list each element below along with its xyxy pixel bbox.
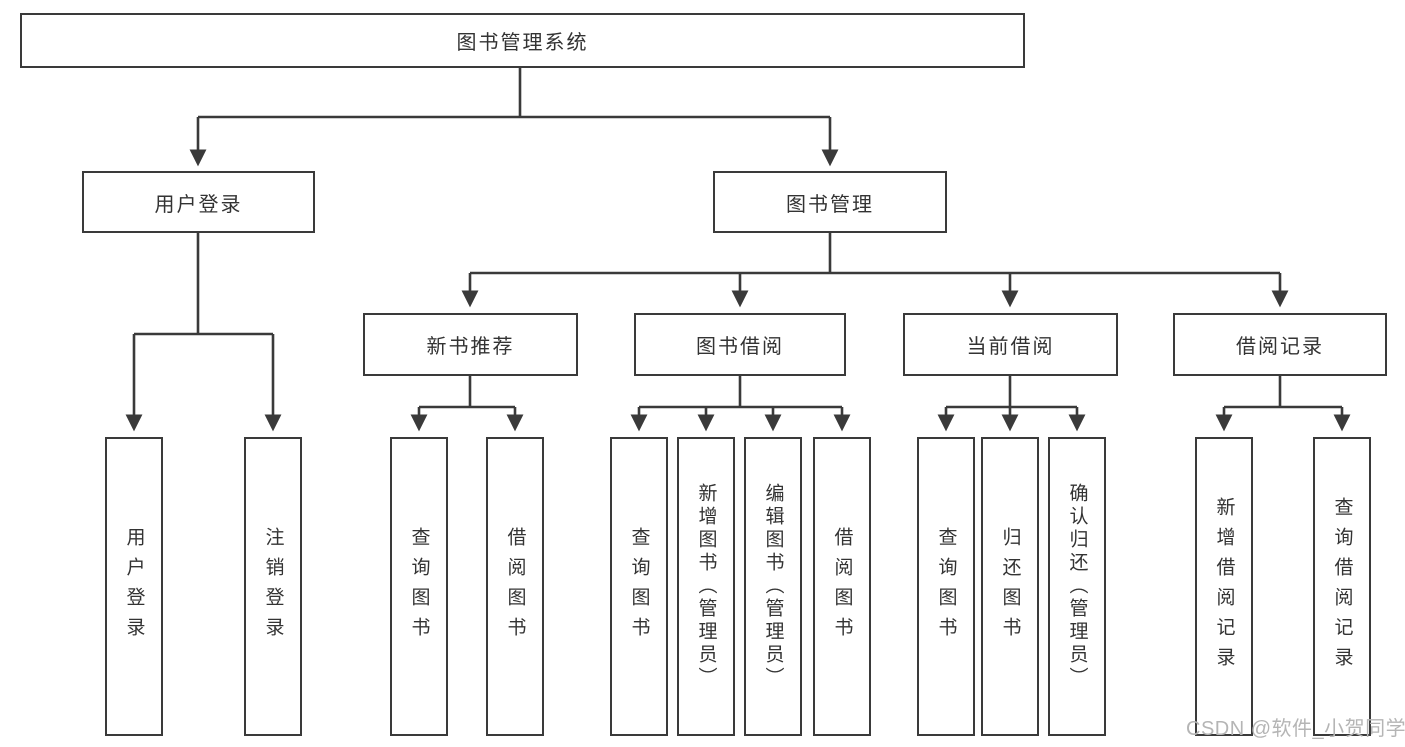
node-borrow-records: 借阅记录 — [1173, 313, 1387, 376]
node-current-borrow-label: 当前借阅 — [966, 336, 1055, 358]
leaf-query-book-recommend: 查询图书 — [390, 437, 448, 736]
node-book-borrow-label: 图书借阅 — [696, 336, 784, 358]
node-book-management: 图书管理 — [713, 171, 947, 233]
leaf-confirm-return-admin: 确认归还（管理员） — [1048, 437, 1106, 736]
node-book-management-label: 图书管理 — [786, 193, 874, 216]
node-book-borrow: 图书借阅 — [634, 313, 846, 376]
node-user-login-label: 用户登录 — [154, 193, 243, 216]
leaf-add-borrow-record: 新增借阅记录 — [1195, 437, 1253, 736]
node-user-login: 用户登录 — [82, 171, 315, 233]
node-new-book-recommendation: 新书推荐 — [363, 313, 578, 376]
leaf-query-book-current: 查询图书 — [917, 437, 975, 736]
leaf-return-book: 归还图书 — [981, 437, 1039, 736]
node-root-label: 图书管理系统 — [456, 32, 589, 54]
node-new-book-recommendation-label: 新书推荐 — [426, 336, 515, 358]
leaf-borrow-book: 借阅图书 — [813, 437, 871, 736]
node-current-borrow: 当前借阅 — [903, 313, 1118, 376]
leaf-query-borrow-record: 查询借阅记录 — [1313, 437, 1371, 736]
watermark-text: CSDN @软件_小贺同学 — [1186, 718, 1405, 740]
leaf-edit-book-admin: 编辑图书（管理员） — [744, 437, 802, 736]
leaf-borrow-book-recommend: 借阅图书 — [486, 437, 544, 736]
node-root: 图书管理系统 — [20, 13, 1025, 68]
leaf-logout: 注销登录 — [244, 437, 302, 736]
leaf-add-book-admin: 新增图书（管理员） — [677, 437, 735, 736]
node-borrow-records-label: 借阅记录 — [1236, 336, 1324, 358]
leaf-query-book-borrow: 查询图书 — [610, 437, 668, 736]
leaf-user-login: 用户登录 — [105, 437, 163, 736]
